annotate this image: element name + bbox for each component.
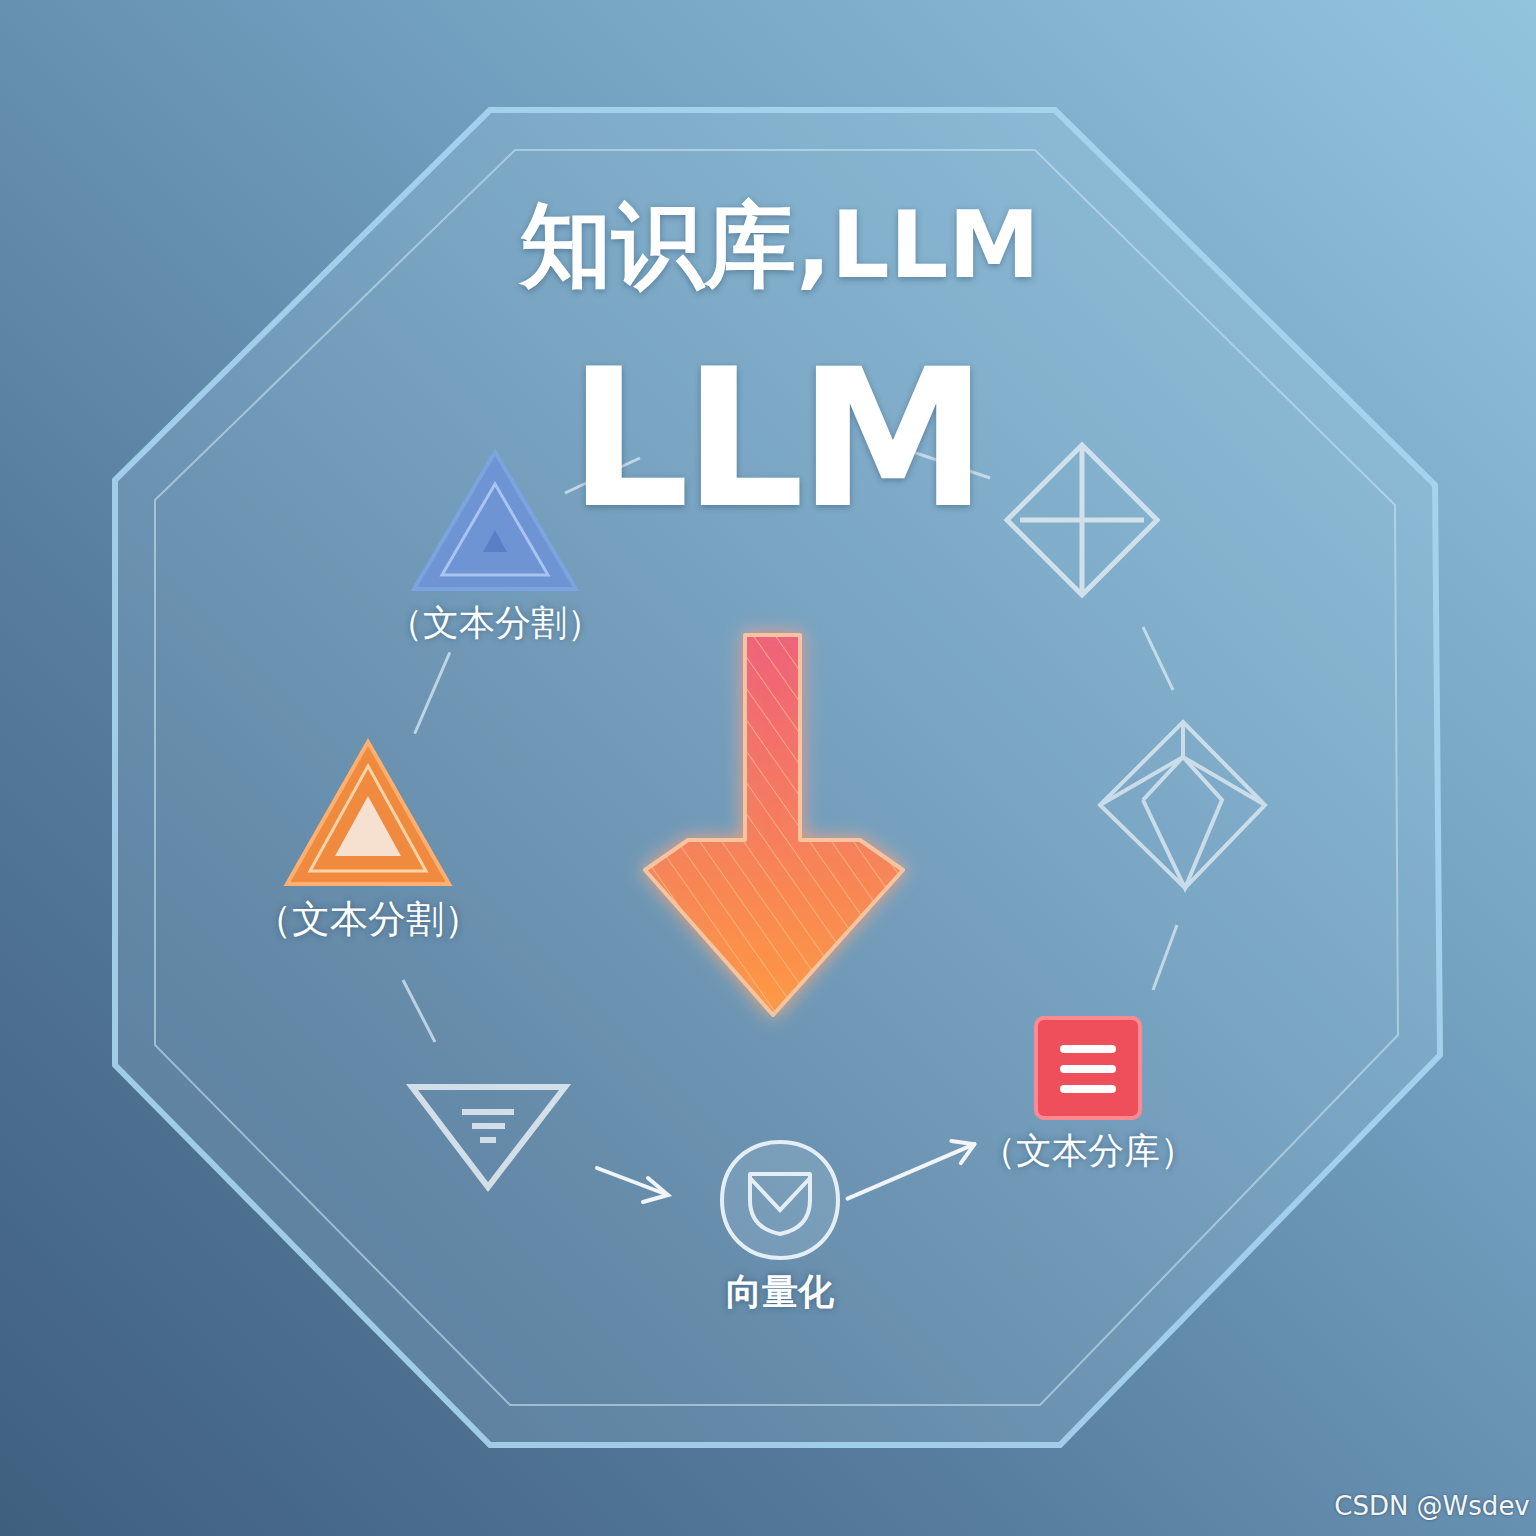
icon-node: （文本分割） (254, 738, 482, 945)
icon-node: （文本分库） (980, 1015, 1196, 1176)
crystal-icon (1100, 722, 1265, 888)
node-label: （文本分割） (254, 894, 482, 945)
arrow-head (951, 1141, 974, 1163)
center-heading: LLM (568, 335, 981, 544)
triangle-icon (283, 738, 453, 888)
flow-arrow (597, 1168, 668, 1202)
icon-node: 向量化 (718, 1138, 842, 1317)
node-label: （文本分库） (980, 1127, 1196, 1176)
database-icon (1033, 1015, 1143, 1121)
diamond-icon (1007, 445, 1157, 595)
down-arrow (645, 635, 903, 1015)
triangle-icon (410, 448, 580, 593)
node-label: （文本分割） (387, 599, 603, 648)
watermark: CSDN @Wsdev (1334, 1492, 1530, 1521)
arc-connector (415, 654, 449, 733)
octagon-frame (115, 110, 1440, 1445)
vector-icon (718, 1138, 842, 1262)
octagon-inner (155, 150, 1398, 1405)
diagram-title: 知识库,LLM (520, 195, 1040, 296)
flow-connector (848, 1144, 975, 1198)
icon-node: （文本分割） (387, 448, 603, 648)
inverted-triangle-icon (412, 1087, 565, 1187)
node-label: 向量化 (726, 1268, 834, 1317)
